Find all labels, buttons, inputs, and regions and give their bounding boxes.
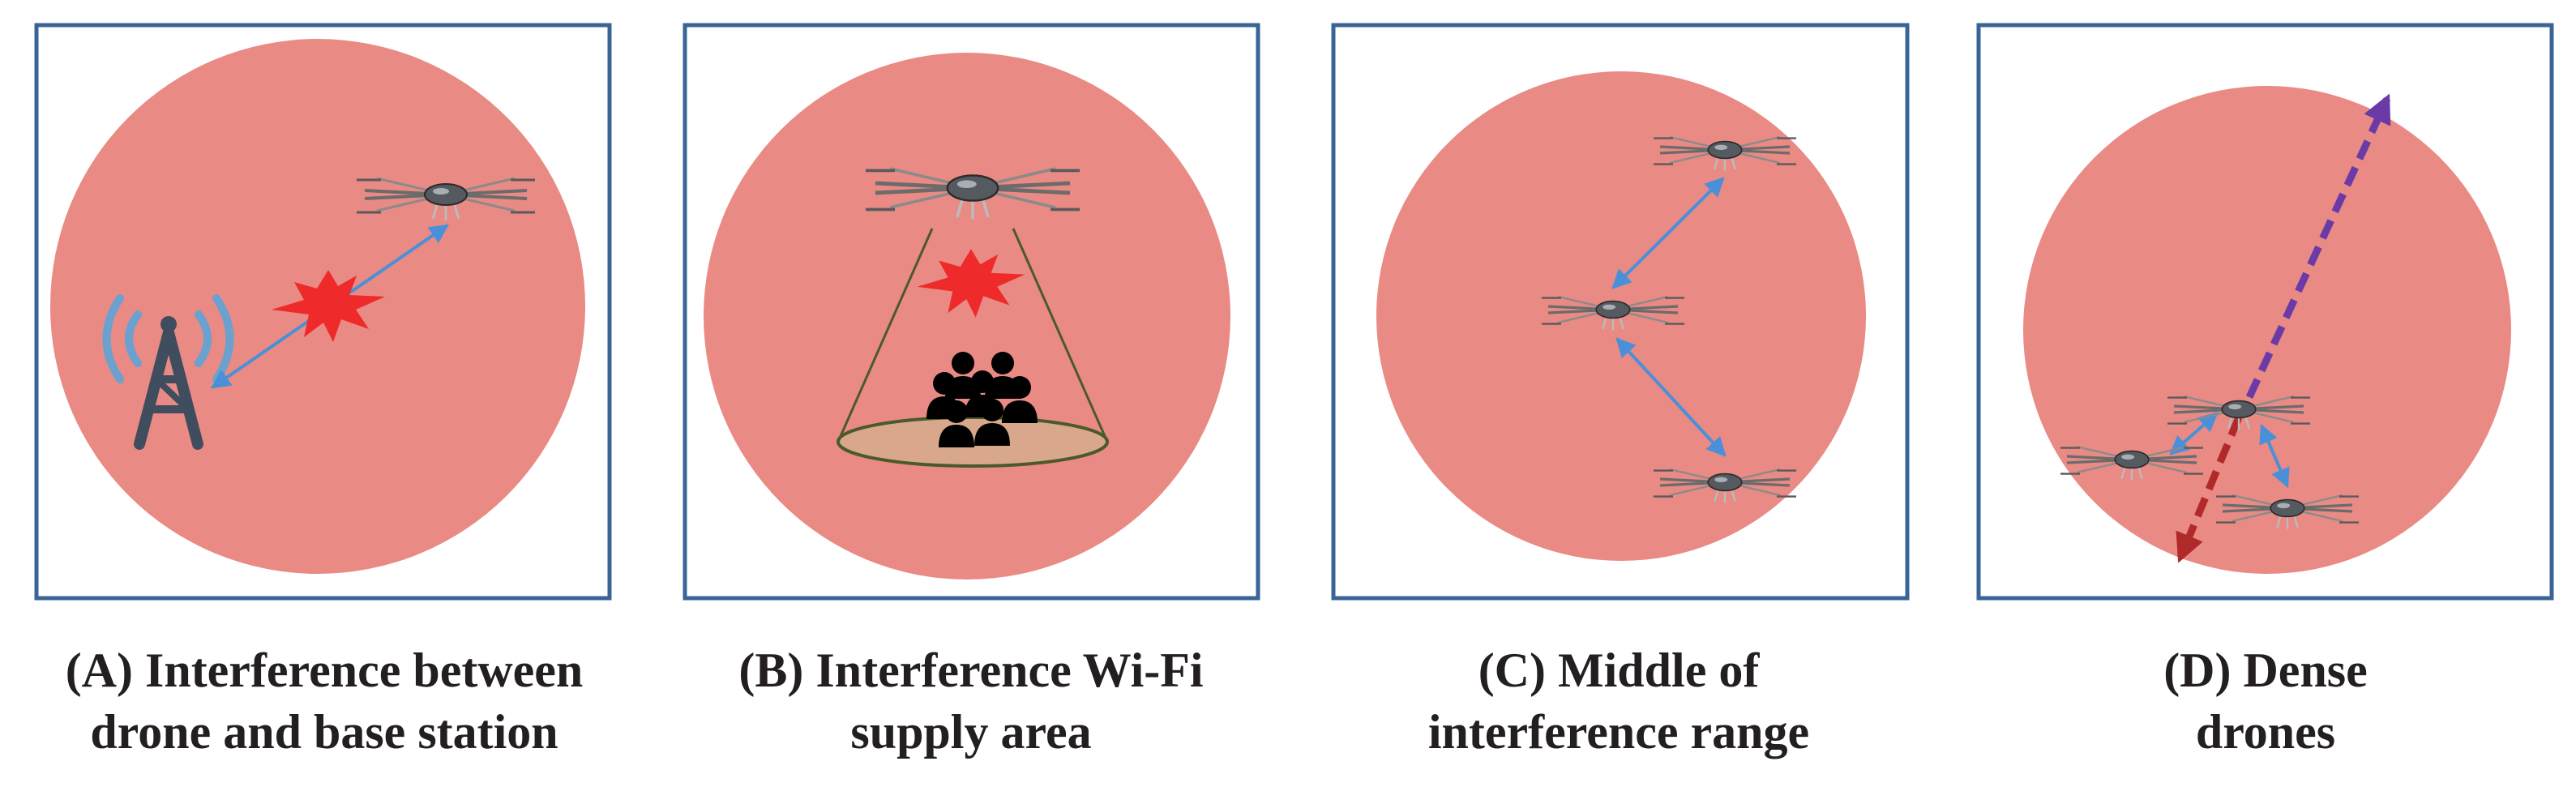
interference-zone bbox=[2023, 86, 2511, 574]
coverage-cone-right bbox=[1012, 228, 1109, 443]
panel-b bbox=[683, 23, 1260, 601]
coverage-cone-left bbox=[837, 228, 934, 443]
panel-d-caption: (D) Dense drones bbox=[2163, 644, 2368, 759]
link-arrow bbox=[1611, 177, 1725, 289]
panel-a bbox=[34, 23, 612, 601]
link-arrow bbox=[2169, 412, 2219, 456]
interference-zone bbox=[704, 53, 1230, 580]
interference-range-arrow bbox=[2245, 93, 2391, 399]
link-arrow bbox=[1615, 337, 1727, 457]
panel-d bbox=[1976, 23, 2554, 601]
panel-c bbox=[1331, 23, 1910, 601]
panel-b-caption: (B) Interference Wi-Fi supply area bbox=[738, 644, 1204, 759]
panel-c-caption: (C) Middle of interference range bbox=[1427, 644, 1810, 759]
interference-range-arrow bbox=[2176, 416, 2243, 563]
panel-a-caption: (A) Interference between drone and base … bbox=[65, 644, 584, 759]
link-arrow bbox=[2259, 423, 2290, 489]
